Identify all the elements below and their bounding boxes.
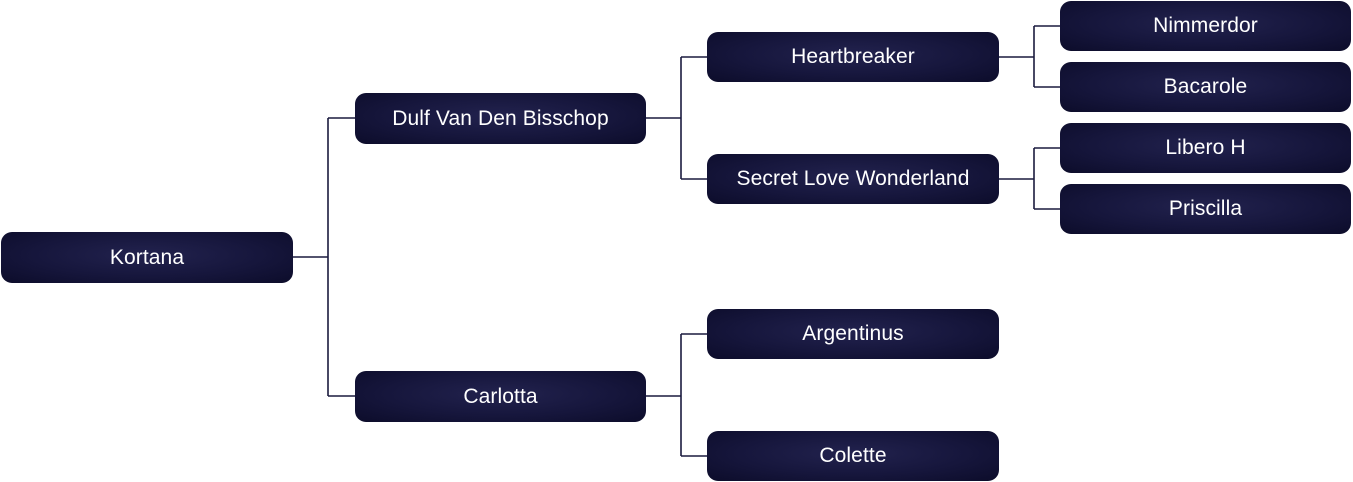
node-sire-dam[interactable]: Secret Love Wonderland bbox=[707, 154, 999, 204]
node-sire-sire-dam[interactable]: Bacarole bbox=[1060, 62, 1351, 112]
node-dam-dam[interactable]: Colette bbox=[707, 431, 999, 481]
node-sire-dam-dam[interactable]: Priscilla bbox=[1060, 184, 1351, 234]
node-sire-sire-sire[interactable]: Nimmerdor bbox=[1060, 1, 1351, 51]
node-sire-sire[interactable]: Heartbreaker bbox=[707, 32, 999, 82]
node-sire-dam-sire[interactable]: Libero H bbox=[1060, 123, 1351, 173]
node-dam-sire[interactable]: Argentinus bbox=[707, 309, 999, 359]
node-sire[interactable]: Dulf Van Den Bisschop bbox=[355, 93, 646, 144]
node-subject[interactable]: Kortana bbox=[1, 232, 293, 283]
node-dam[interactable]: Carlotta bbox=[355, 371, 646, 422]
